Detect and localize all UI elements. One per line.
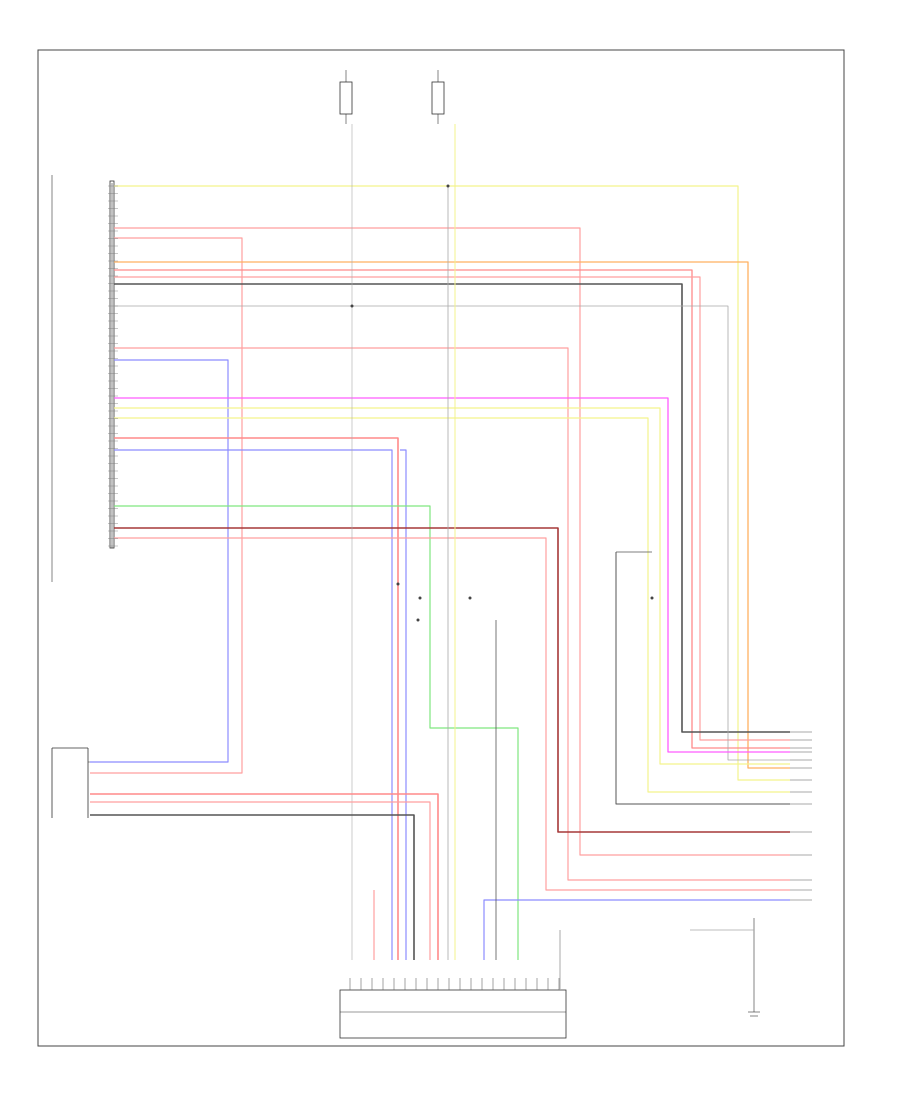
wire-pink <box>90 801 431 960</box>
junction-dot <box>446 184 450 188</box>
wire-red <box>114 269 790 749</box>
wire-black <box>615 552 790 805</box>
top-left-switch <box>339 70 353 124</box>
wire-blue <box>90 359 229 763</box>
right-ground <box>748 918 760 1017</box>
wire-gray <box>114 305 790 761</box>
wire-pink <box>114 537 790 891</box>
wire-black <box>114 283 790 733</box>
wire-pink <box>114 227 790 856</box>
junction-dot <box>468 596 472 600</box>
wire-yellow <box>114 417 790 793</box>
junction-dot <box>396 582 400 586</box>
wire-blue <box>483 899 790 960</box>
wire-black <box>90 814 415 960</box>
wire-pink <box>114 276 790 741</box>
wire-junctions <box>350 184 654 622</box>
wire-blue <box>400 449 407 960</box>
wire-red <box>114 437 399 960</box>
left-module <box>51 175 115 582</box>
wire-pink <box>114 347 790 881</box>
junction-dot <box>650 596 654 600</box>
wire-yellow <box>114 407 790 765</box>
junction-dot <box>350 304 354 308</box>
wire-blue <box>114 449 393 960</box>
wire-yellow <box>114 185 790 781</box>
junction-dot <box>418 596 422 600</box>
bottom-connector <box>339 989 567 1039</box>
wire-magenta <box>114 397 790 753</box>
junction-dot <box>416 618 420 622</box>
lower-left-module <box>51 747 112 818</box>
wire-darkred <box>114 527 790 833</box>
diagram-frame <box>37 49 845 1047</box>
wire-harness <box>90 124 790 990</box>
wire-red <box>90 793 439 960</box>
right-terminal-block <box>790 731 812 901</box>
wire-green <box>114 505 519 960</box>
top-right-switch <box>431 70 445 124</box>
wire-orange <box>114 261 790 769</box>
